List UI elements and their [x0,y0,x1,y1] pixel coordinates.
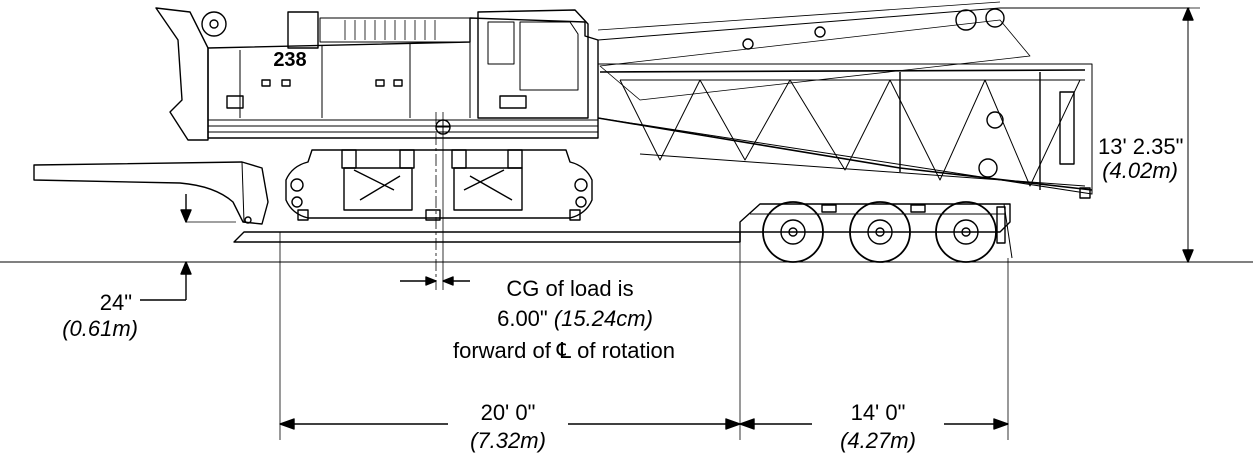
height-metric-label: (4.02m) [1102,158,1178,183]
cg-offset-arrows [400,276,470,286]
rear-span-label: 14' 0" [850,400,906,425]
wheel [849,201,911,263]
deck-height-metric-label: (0.61m) [62,316,138,341]
wheel [935,201,997,263]
deck-height-dimension [140,194,236,301]
drum-icon [201,11,227,37]
dimension-rear-span [739,258,1009,440]
dimension-front-span [279,232,741,440]
cg-note-line1: CG of load is [506,276,634,301]
crane-upperworks: 238 [155,7,599,141]
gooseneck [33,161,269,225]
height-dimension [1080,7,1200,263]
front-span-label: 20' 0" [480,400,536,425]
rear-span-metric-label: (4.27m) [840,428,916,453]
wheel [762,201,824,263]
deck-height-label: 24" [99,290,132,315]
trailer-deck [233,203,1013,259]
trailer-wheels [762,201,997,263]
cg-note-line3: forward of ℄ of rotation [452,338,675,363]
cg-offset-metric: (15.24cm) [553,306,653,331]
height-label: 13' 2.35" [1098,134,1184,159]
cg-offset-imperial: 6.00" [497,306,548,331]
model-badge-text: 238 [273,49,306,71]
cg-note-line2: 6.00" (15.24cm) [450,306,700,332]
crawler-carbody [285,149,593,221]
front-span-metric-label: (7.32m) [470,428,546,453]
